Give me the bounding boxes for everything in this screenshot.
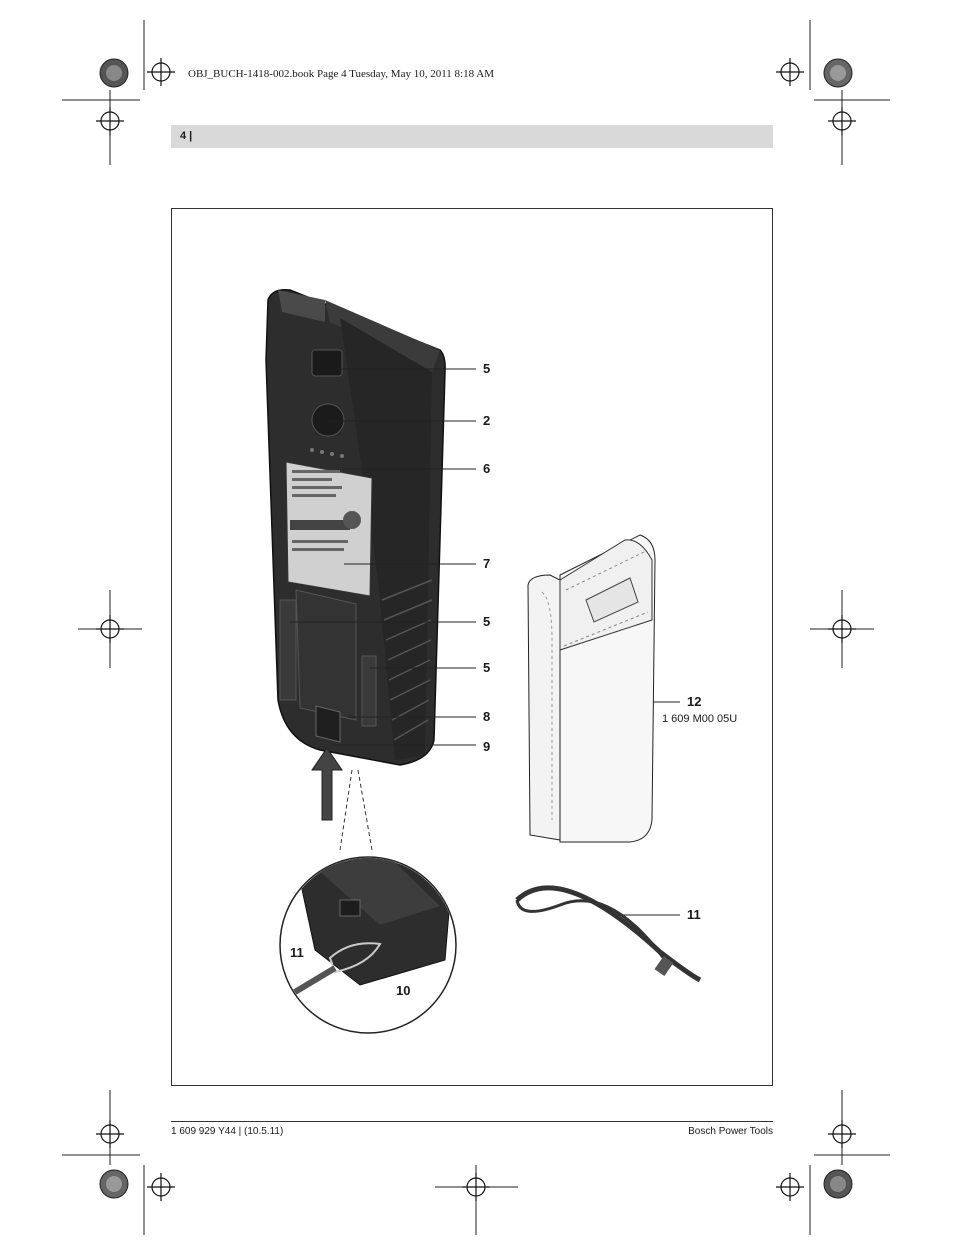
- callout-5b: 5: [483, 614, 491, 629]
- footer-brand: Bosch Power Tools: [688, 1126, 773, 1137]
- callout-12: 12: [687, 694, 702, 709]
- detector-device: [265, 288, 446, 766]
- page-number: 4 |: [180, 130, 193, 142]
- strap-attachment-detail: [279, 856, 457, 1034]
- footer-rule: [171, 1121, 773, 1122]
- callout-7: 7: [483, 556, 491, 571]
- wrist-strap: [515, 885, 702, 983]
- print-info: OBJ_BUCH-1418-002.book Page 4 Tuesday, M…: [188, 68, 494, 80]
- callout-11a: 11: [687, 907, 701, 922]
- callout-2: 2: [483, 413, 491, 428]
- callout-8: 8: [483, 709, 491, 724]
- header-bar: [171, 125, 773, 148]
- pouch-part-number: 1 609 M00 05U: [662, 713, 738, 725]
- callout-6: 6: [483, 461, 491, 476]
- protective-pouch: [527, 534, 656, 843]
- callout-5a: 5: [483, 361, 491, 376]
- callout-9: 9: [483, 739, 491, 754]
- callout-5c: 5: [483, 660, 491, 675]
- callout-10: 10: [396, 983, 411, 998]
- callout-11b: 11: [290, 945, 304, 960]
- figure-frame: [171, 208, 773, 1086]
- insert-arrow-icon: [311, 747, 343, 821]
- footer-doc-number: 1 609 929 Y44 | (10.5.11): [171, 1126, 284, 1137]
